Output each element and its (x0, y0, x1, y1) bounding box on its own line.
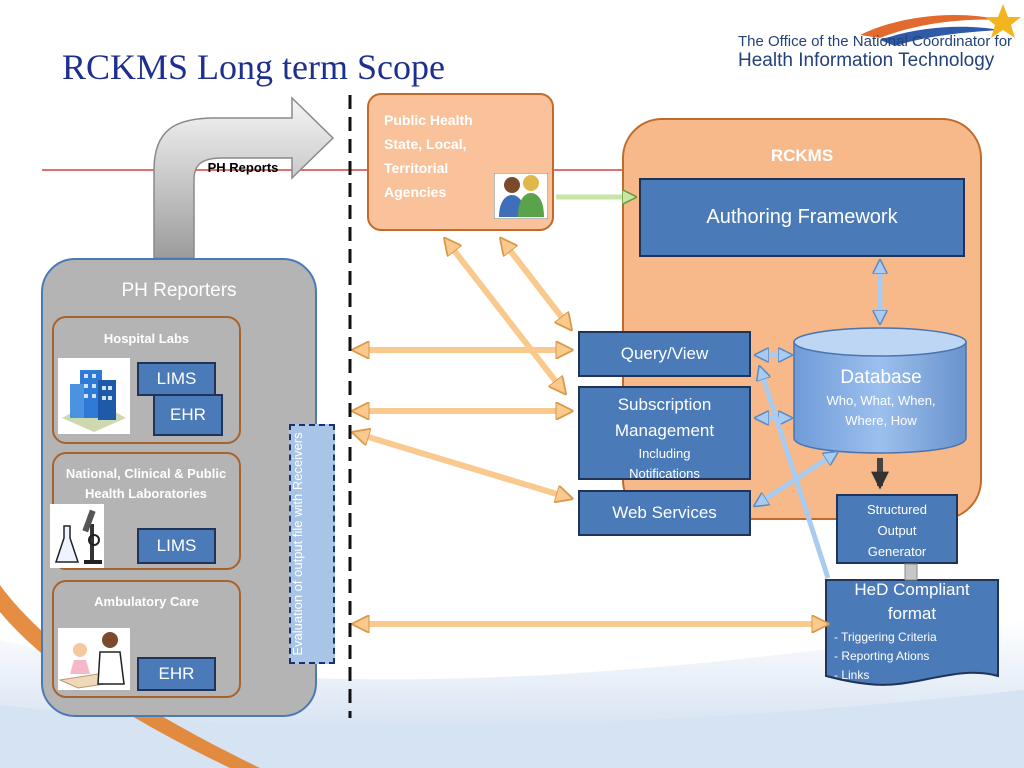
hed-text: HeD Compliant format - Triggering Criter… (834, 578, 990, 685)
subscription-notifications-label: Including Notifications (629, 446, 700, 481)
structured-output-generator-box: Structured Output Generator (836, 494, 958, 564)
hospital-lims-tag: LIMS (137, 362, 216, 396)
hed-title: HeD Compliant format (854, 580, 970, 623)
doctor-patient-icon (58, 628, 130, 690)
org-name-line1: The Office of the National Coordinator f… (738, 33, 1013, 50)
database-text: Database Who, What, When, Where, How (796, 365, 966, 431)
query-view-label: Query/View (620, 344, 709, 363)
national-lims-tag: LIMS (137, 528, 216, 564)
onc-logo-swoosh (860, 15, 1000, 38)
ph-reports-label: PH Reports (207, 160, 279, 175)
web-services-label: Web Services (612, 503, 717, 522)
ambulatory-ehr-tag: EHR (137, 657, 216, 691)
database-title: Database (840, 367, 922, 388)
ph-reports-arrow (153, 96, 335, 259)
structured-output-generator-label: Structured Output Generator (867, 502, 927, 559)
subscription-management-label: Subscription Management (614, 395, 715, 440)
public-health-agencies-label: Public Health State, Local, Territorial … (384, 112, 473, 200)
hed-item-links: - Links (834, 668, 870, 682)
authoring-framework-label: Authoring Framework (706, 206, 898, 228)
onc-logo-swoosh-blue (880, 26, 1000, 46)
bottom-swoosh-band (0, 690, 1024, 768)
database-subtitle: Who, What, When, Where, How (826, 393, 936, 428)
onc-star-icon (985, 4, 1021, 38)
rckms-label: RCKMS (770, 146, 834, 165)
hed-document-shape (825, 579, 999, 686)
org-name-line2: Health Information Technology (738, 50, 995, 71)
page-title: RCKMS Long term Scope (62, 47, 445, 87)
database-cylinder (793, 327, 967, 454)
hed-item-reporting: - Reporting Ations (834, 649, 930, 663)
national-labs-title: National, Clinical & Public Health Labor… (65, 466, 227, 501)
query-view-box: Query/View (578, 331, 751, 377)
evaluation-label: Evaluation of output file with Receivers (290, 432, 305, 656)
subscription-management-box: Subscription Management Including Notifi… (578, 386, 751, 481)
authoring-framework-box: Authoring Framework (639, 178, 965, 257)
ph-reporters-title: PH Reporters (121, 280, 237, 301)
hospital-building-icon (58, 358, 130, 434)
hed-item-triggering: - Triggering Criteria (834, 630, 937, 644)
ambulatory-care-title: Ambulatory Care (94, 594, 199, 609)
hospital-ehr-tag: EHR (153, 394, 223, 436)
hospital-labs-title: Hospital Labs (103, 331, 190, 346)
microscope-icon (50, 504, 104, 568)
web-services-box: Web Services (578, 490, 751, 536)
people-icon (494, 173, 548, 219)
evaluation-box (289, 424, 335, 664)
